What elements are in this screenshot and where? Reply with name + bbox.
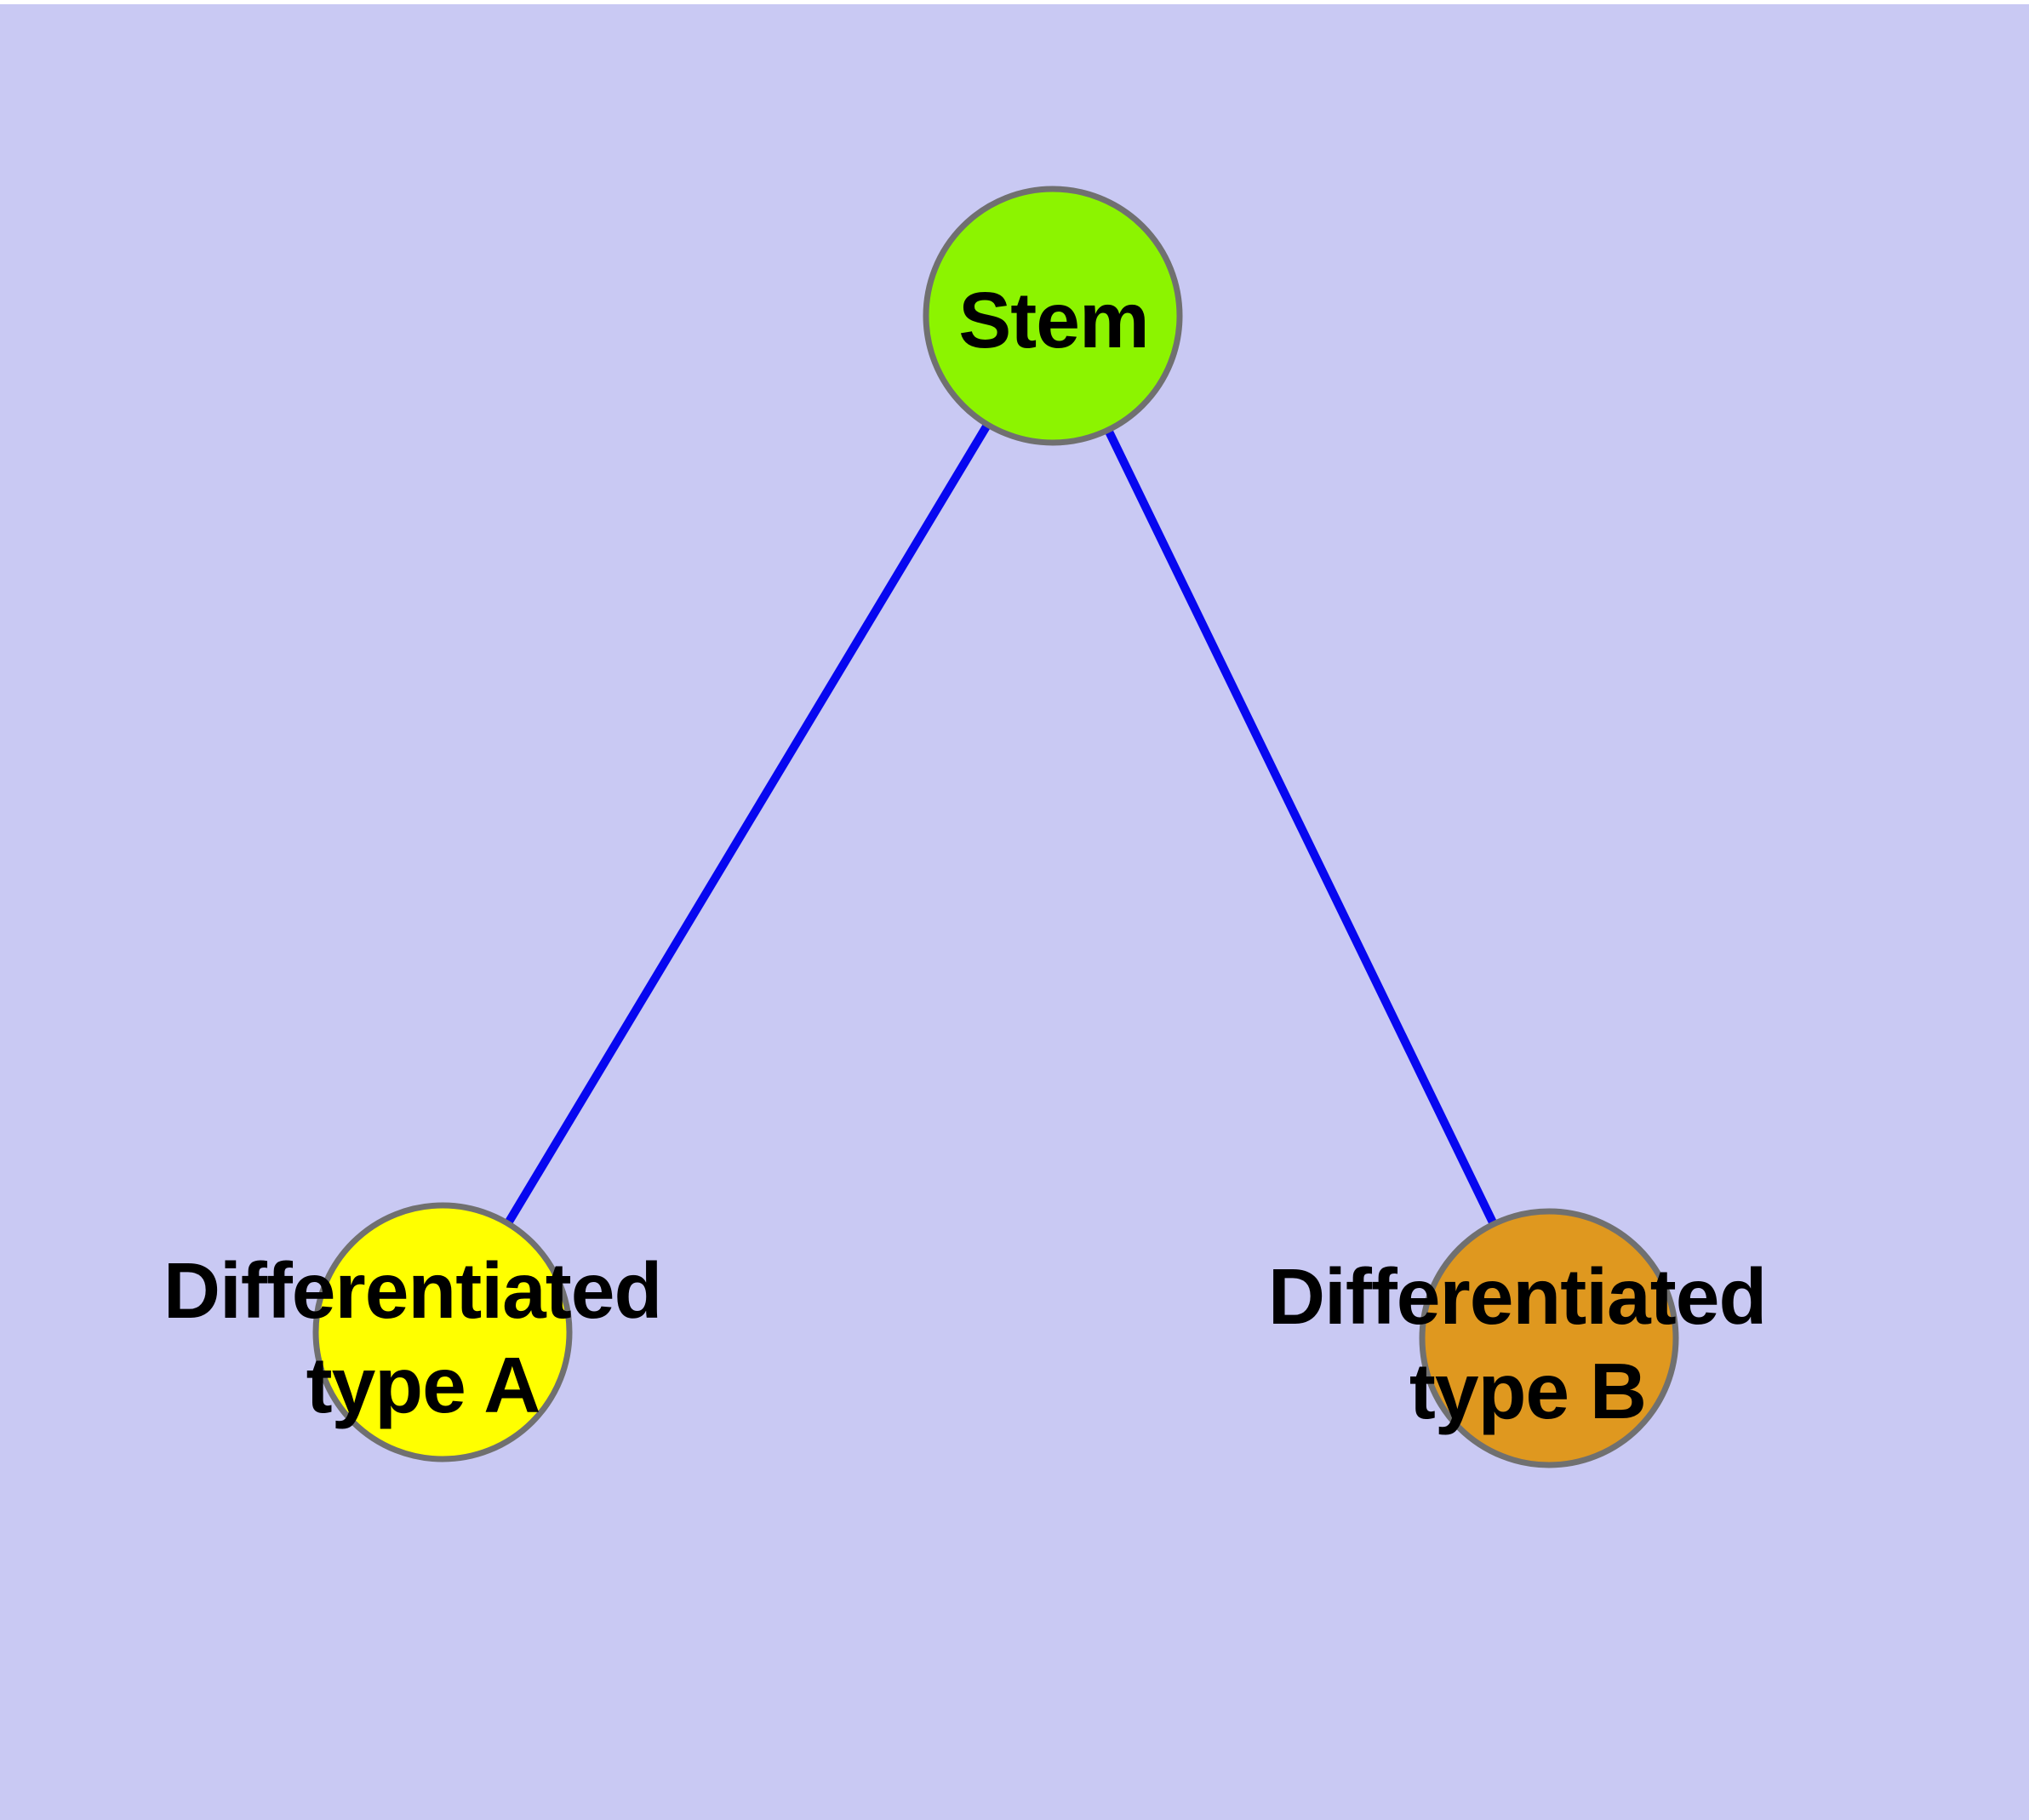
node-type-b-label: Differentiated type B bbox=[1268, 1252, 1787, 1435]
node-type-b bbox=[1419, 1208, 1679, 1468]
edge-stem-to-type-b bbox=[1049, 313, 1553, 1341]
node-type-b-label-line1: Differentiated bbox=[1268, 1252, 1766, 1341]
node-type-a-label-line2: type A bbox=[306, 1341, 540, 1429]
node-type-a-label: Differentiated type A bbox=[163, 1246, 683, 1429]
edge-stem-to-type-a bbox=[438, 313, 1057, 1335]
node-type-b-label-line2: type B bbox=[1409, 1347, 1646, 1435]
node-stem bbox=[923, 186, 1183, 446]
node-type-a bbox=[312, 1202, 573, 1462]
node-type-a-label-line1: Differentiated bbox=[163, 1246, 661, 1335]
node-stem-label: Stem bbox=[958, 276, 1148, 364]
